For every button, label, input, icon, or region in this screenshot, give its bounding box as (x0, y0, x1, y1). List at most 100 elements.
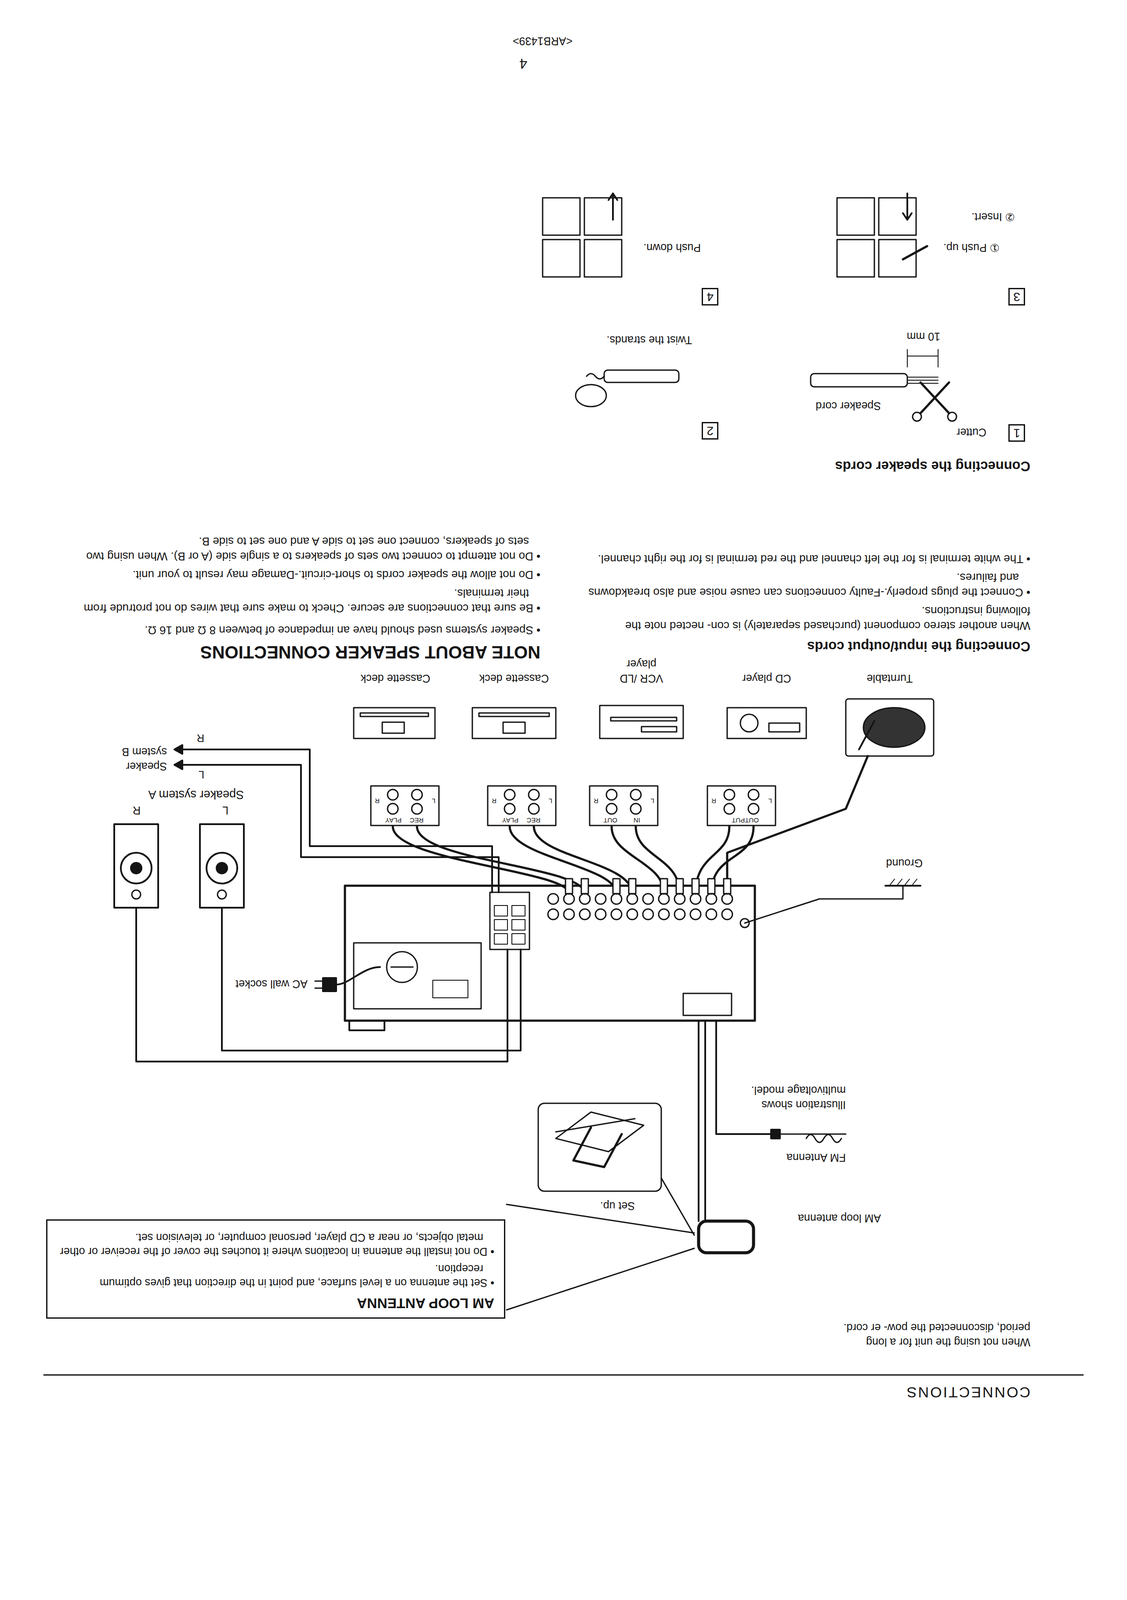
receiver-rear-panel (563, 908, 575, 920)
speaker-wire (221, 907, 521, 1051)
ac-cord (315, 980, 323, 982)
step-illustration (542, 197, 580, 236)
jack-panel (724, 789, 735, 800)
receiver-rear-panel (511, 905, 526, 916)
receiver-rear-panel (721, 908, 733, 920)
am-loop-antenna (704, 1020, 707, 1221)
ac-cord (315, 987, 323, 989)
label: R (593, 796, 599, 806)
document-code: <ARB1439> (512, 34, 573, 49)
signal-cable (533, 826, 633, 894)
receiver-rear-panel (432, 979, 468, 998)
label: • Be sure that connections are secure. C… (83, 585, 541, 616)
leader-line (506, 1203, 695, 1310)
receiver-rear-panel (706, 908, 717, 920)
receiver-rear-panel (674, 908, 685, 920)
step-illustration (907, 376, 939, 384)
receiver-rear-panel (579, 893, 591, 904)
receiver-rear-panel (494, 919, 508, 930)
fm-antenna (716, 1020, 776, 1134)
label: PLAY (385, 815, 402, 825)
audio-devices (472, 707, 556, 739)
label: REC (409, 815, 424, 825)
receiver-rear-panel (349, 1020, 385, 1030)
receiver-rear-panel (721, 893, 733, 904)
step-illustration (878, 239, 917, 277)
label: L (768, 796, 772, 806)
audio-devices (599, 705, 684, 739)
setup-inset (555, 1118, 635, 1132)
step-illustration (907, 349, 939, 367)
receiver-rear-panel (642, 908, 654, 920)
signal-cable (611, 826, 664, 894)
jack-panel (748, 803, 759, 814)
label: FM Antenna (786, 1150, 846, 1165)
audio-devices (845, 698, 934, 756)
receiver-rear-panel (511, 919, 526, 930)
audio-devices (503, 721, 526, 733)
signal-cable (711, 826, 754, 894)
rca-plug (612, 878, 620, 894)
rca-plug (692, 878, 700, 894)
speaker-wire (136, 744, 521, 1062)
note-bullet: • Do not install the antenna in location… (57, 1229, 495, 1259)
callout-number: 2 (701, 421, 719, 440)
ground-symbol (744, 885, 903, 923)
label: When not using the unit for a long perio… (837, 1320, 1031, 1349)
ac-cord (322, 977, 337, 991)
audio-devices (727, 707, 807, 739)
audio-devices (382, 721, 405, 733)
callout-number: 4 (701, 287, 719, 306)
ground-symbol (889, 878, 917, 886)
label: R (374, 796, 380, 806)
audio-devices (353, 698, 934, 756)
page-number: 4 (519, 54, 528, 73)
speaker-system-a (216, 862, 228, 874)
rca-plug (565, 878, 573, 894)
signal-cable (392, 826, 569, 894)
speaker-system-a (114, 823, 244, 908)
receiver-rear-panel (642, 893, 654, 904)
receiver-rear-panel (547, 908, 559, 920)
receiver-rear-panel (683, 992, 732, 1015)
jack-panel (487, 785, 556, 826)
jack-panel (528, 803, 540, 814)
audio-devices (610, 717, 677, 721)
label: AC wall socket (235, 976, 308, 992)
receiver-rear-panel (611, 908, 622, 920)
step-illustration (902, 193, 912, 220)
step-illustration (837, 239, 875, 277)
receiver-rear-panel (391, 966, 414, 968)
jack-panel (411, 803, 423, 814)
step-illustration (584, 197, 622, 236)
speaker-wire (174, 760, 183, 769)
audio-devices (360, 712, 429, 717)
fm-antenna (716, 1020, 846, 1142)
jack-panel (707, 785, 776, 826)
label: R (196, 731, 205, 745)
receiver-rear-panel (344, 885, 755, 1021)
jack-panel (387, 789, 399, 800)
setup-inset (538, 1102, 662, 1191)
ac-cord (315, 966, 381, 991)
label: • Do not attempt to connect two sets of … (83, 533, 541, 564)
jack-panel (606, 789, 617, 800)
receiver-rear-panel (626, 893, 638, 904)
label: CD player (722, 671, 811, 686)
step-illustration (837, 197, 875, 236)
jack-panel (411, 789, 423, 800)
leader-line (506, 1247, 695, 1310)
speaker-wire (174, 744, 183, 754)
rca-plug (707, 878, 715, 894)
receiver-rear-panel (386, 951, 418, 983)
step-illustration (912, 412, 922, 421)
label: • The white terminal is for the left cha… (582, 550, 1031, 566)
speaker-system-a (206, 852, 238, 884)
label: • Do not allow the speaker cords to shor… (83, 566, 541, 582)
receiver-rear-panel (353, 942, 482, 1009)
receiver-rear-panel (494, 905, 508, 916)
label: Ground (886, 855, 923, 871)
label: Cassette deck (467, 671, 561, 686)
jack-panel (370, 785, 776, 826)
jack-panel (504, 789, 515, 800)
